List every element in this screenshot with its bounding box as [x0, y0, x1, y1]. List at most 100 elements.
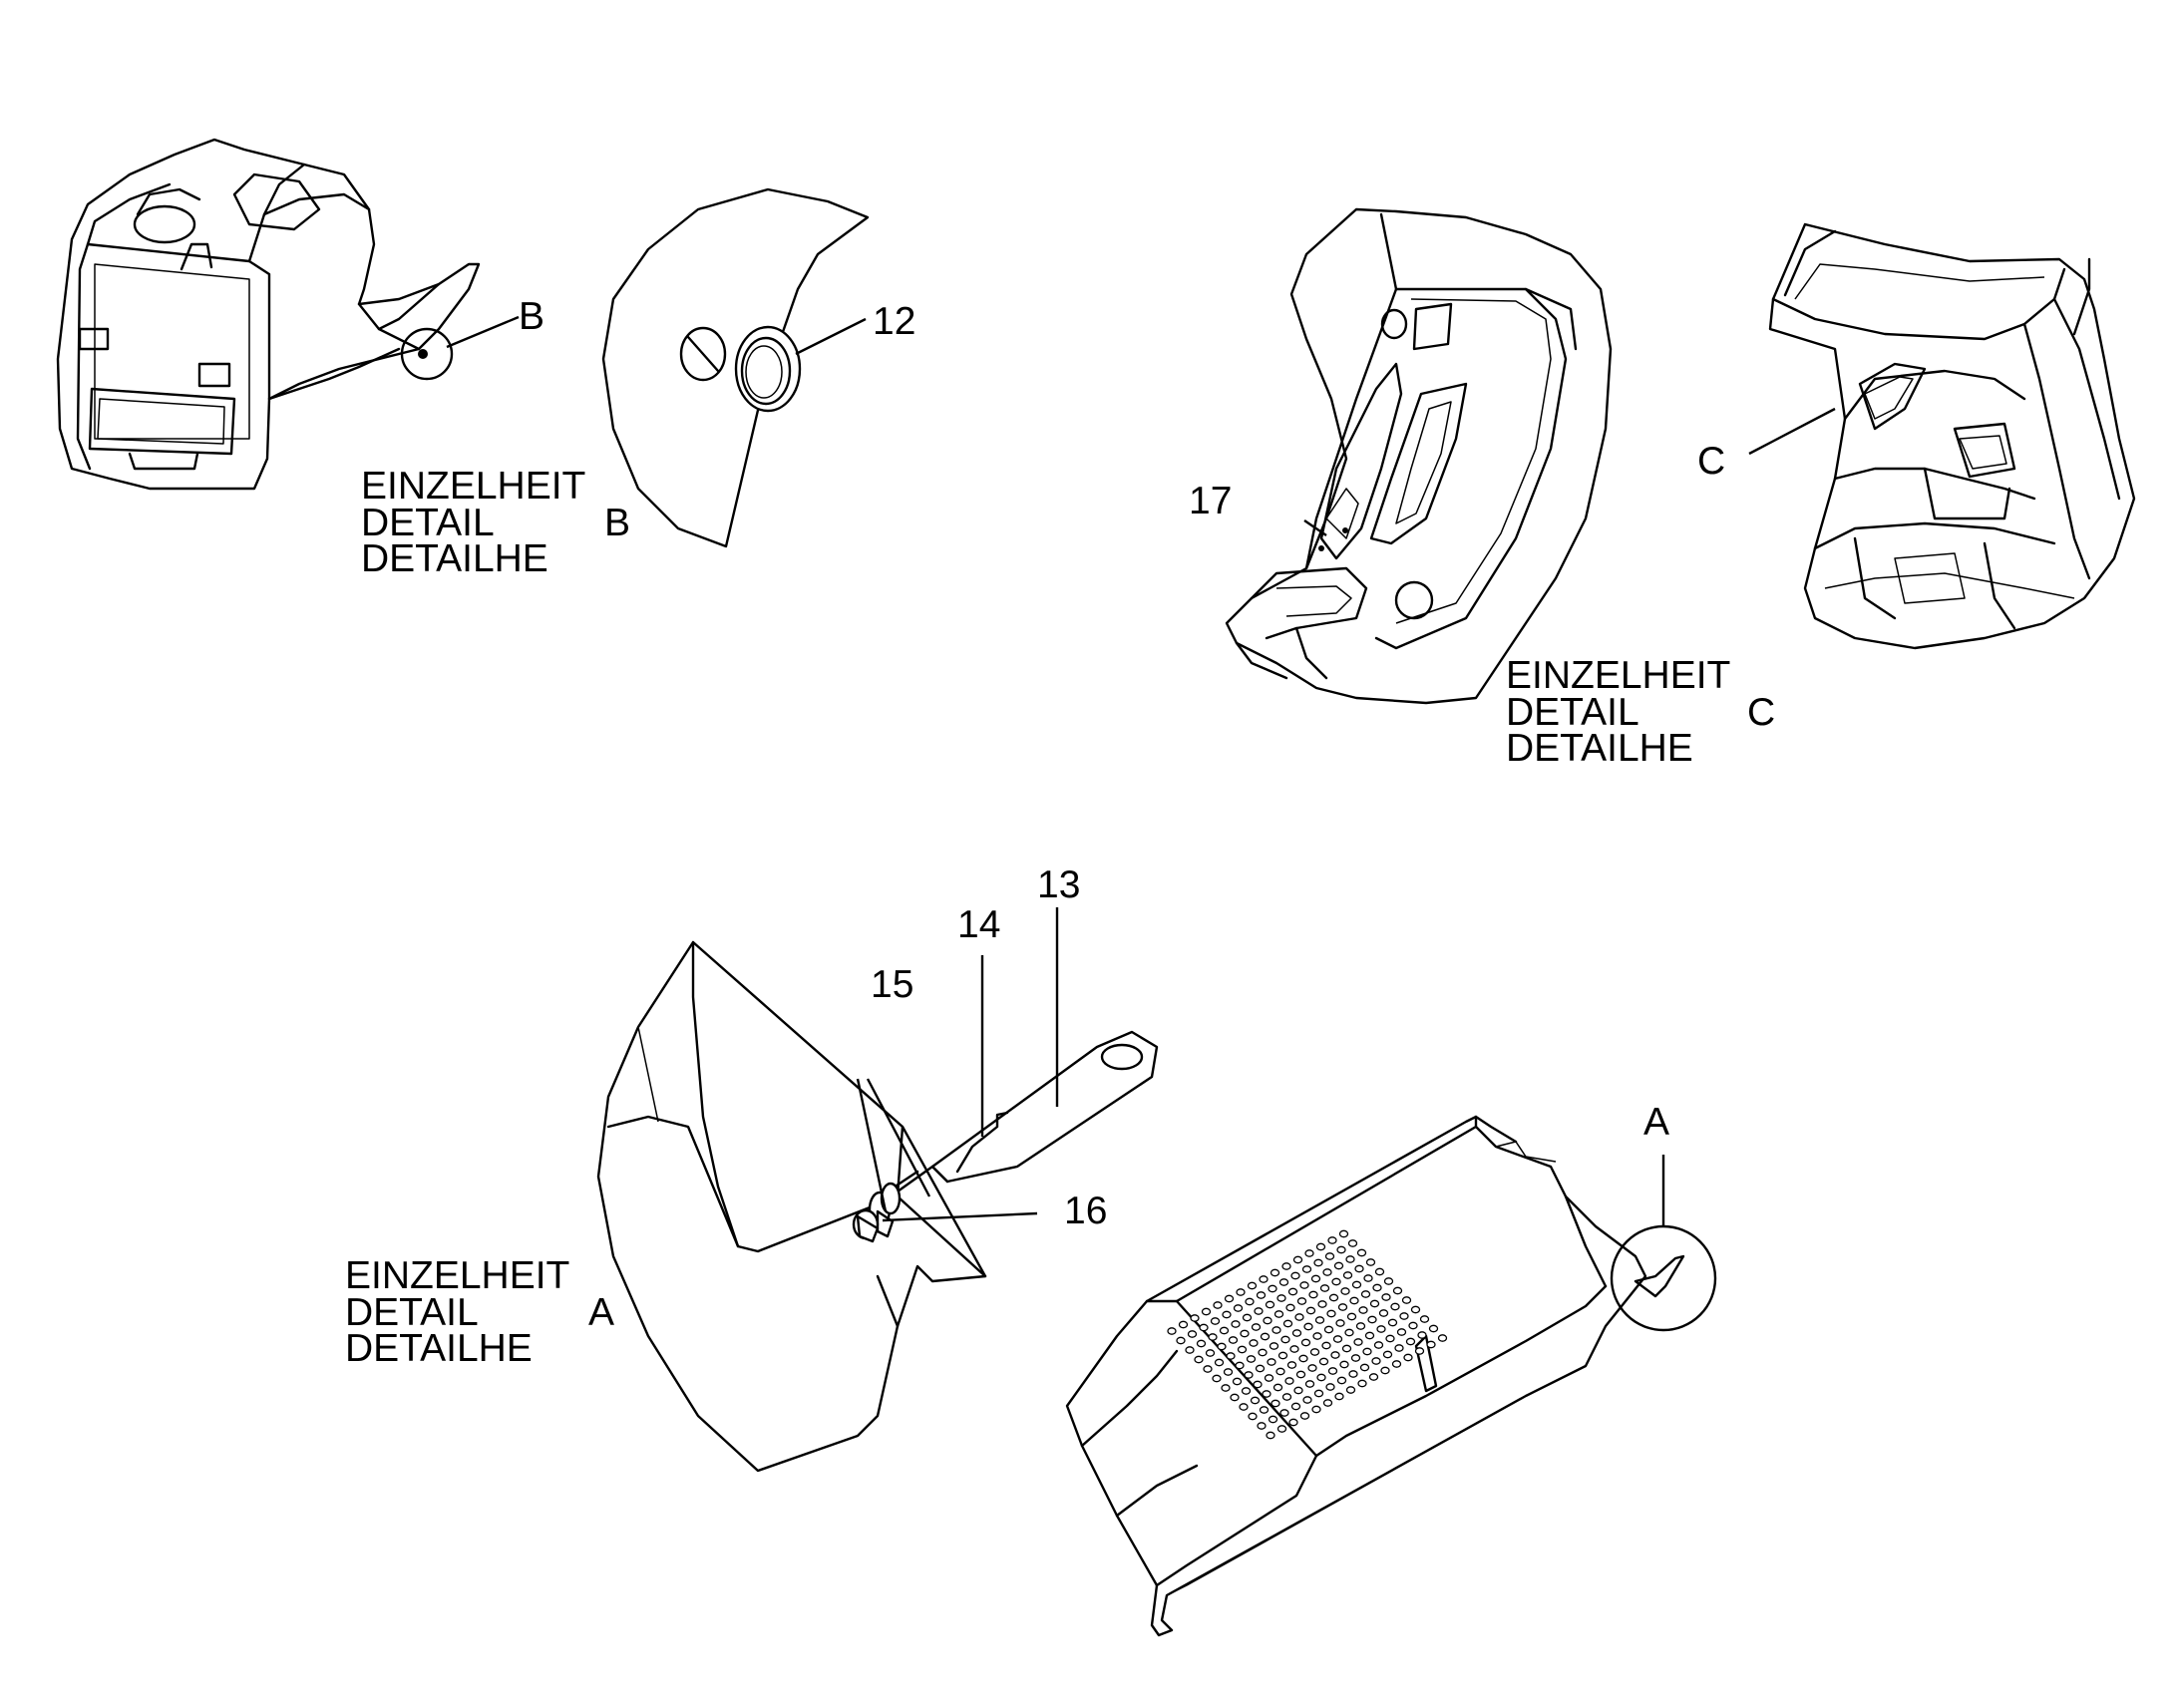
vent-hole: [1369, 1299, 1380, 1308]
vent-hole: [1417, 1331, 1427, 1339]
vent-hole: [1285, 1303, 1295, 1312]
vent-hole: [1248, 1412, 1258, 1421]
vent-hole: [1314, 1316, 1325, 1324]
vent-hole: [1313, 1389, 1324, 1398]
vent-hole: [1263, 1316, 1272, 1325]
vent-hole: [1262, 1390, 1272, 1398]
cab-frame-view: [1748, 222, 2136, 650]
vent-hole: [1217, 1342, 1227, 1351]
vent-hole: [1348, 1370, 1358, 1378]
vent-hole: [1323, 1325, 1334, 1334]
callout-15: 15: [871, 963, 913, 1006]
vent-hole: [1208, 1333, 1218, 1341]
vent-hole: [1385, 1334, 1395, 1343]
vent-hole: [1325, 1383, 1335, 1391]
vent-hole: [1233, 1304, 1244, 1312]
vent-hole: [1365, 1258, 1376, 1266]
vent-hole: [1309, 1348, 1320, 1356]
vent-hole: [1304, 1249, 1314, 1257]
vent-hole: [1339, 1360, 1349, 1369]
vent-hole: [1268, 1284, 1277, 1293]
vent-hole: [1273, 1310, 1284, 1318]
vent-hole: [1359, 1363, 1370, 1372]
vent-hole: [1219, 1326, 1230, 1335]
vent-hole: [1374, 1267, 1385, 1276]
vent-hole: [1387, 1318, 1398, 1327]
vent-hole: [1264, 1374, 1274, 1382]
vent-hole: [1319, 1284, 1330, 1292]
callout-b: B: [519, 295, 545, 338]
vent-hole: [1190, 1314, 1200, 1322]
vent-hole: [1277, 1351, 1288, 1360]
vent-hole: [1276, 1294, 1286, 1302]
detail-b-label-line3: DETAILHE: [361, 537, 548, 580]
vent-hole: [1326, 1309, 1336, 1318]
vent-hole: [1300, 1338, 1311, 1347]
vent-hole: [1408, 1321, 1418, 1330]
vent-hole: [1249, 1339, 1259, 1347]
vent-hole: [1414, 1347, 1425, 1355]
engine-hood-view: [1065, 1115, 1717, 1637]
vent-hole: [1203, 1365, 1213, 1373]
vent-hole: [1382, 1350, 1393, 1359]
vent-hole: [1250, 1396, 1261, 1405]
vent-hole: [1288, 1418, 1298, 1427]
vent-hole: [1293, 1386, 1303, 1395]
vent-hole: [1364, 1331, 1375, 1340]
vent-hole: [1356, 1248, 1367, 1257]
vent-hole: [1330, 1351, 1340, 1359]
vent-hole: [1394, 1344, 1404, 1352]
vent-hole: [1296, 1297, 1307, 1305]
vent-hole: [1287, 1287, 1298, 1296]
detail-a-label-line2: DETAIL: [345, 1291, 479, 1334]
vent-hole: [1286, 1361, 1297, 1369]
detail-c-label-line1: EINZELHEIT: [1506, 654, 1730, 697]
vent-hole: [1353, 1338, 1363, 1346]
vent-hole: [1254, 1307, 1264, 1315]
vent-hole: [1327, 1367, 1338, 1375]
vent-hole: [1270, 1268, 1280, 1277]
detail-a-label-line3: DETAILHE: [345, 1327, 533, 1370]
vent-hole: [1357, 1379, 1367, 1388]
vent-hole: [1324, 1252, 1335, 1260]
vent-hole: [1305, 1306, 1316, 1315]
vent-hole: [1244, 1371, 1254, 1379]
vent-hole: [1267, 1358, 1276, 1366]
vent-hole: [1280, 1335, 1290, 1344]
vent-hole: [1362, 1347, 1372, 1356]
vent-hole: [1294, 1313, 1304, 1321]
vent-hole: [1276, 1425, 1287, 1433]
vent-hole: [1354, 1264, 1364, 1273]
vent-hole: [1335, 1319, 1345, 1327]
vent-hole: [1242, 1313, 1253, 1322]
detail-a-letter: A: [588, 1291, 614, 1334]
vent-hole: [1368, 1373, 1379, 1381]
vent-hole: [1405, 1337, 1416, 1346]
vent-hole: [1256, 1291, 1267, 1299]
callout-16: 16: [1064, 1190, 1107, 1232]
vent-hole: [1272, 1383, 1283, 1392]
vent-hole: [1345, 1255, 1355, 1263]
vent-hole: [1236, 1288, 1246, 1296]
detail-b-label-line2: DETAIL: [361, 502, 495, 544]
vent-hole: [1301, 1265, 1312, 1273]
vent-hole: [1308, 1290, 1318, 1299]
vent-hole: [1253, 1380, 1263, 1389]
vent-hole: [1313, 1258, 1323, 1267]
vent-hole: [1391, 1360, 1402, 1368]
vent-hole: [1311, 1405, 1321, 1414]
vent-hole: [1241, 1387, 1252, 1395]
vent-hole: [1237, 1345, 1248, 1354]
vent-hole: [1210, 1317, 1221, 1325]
vent-hole: [1317, 1300, 1327, 1308]
vent-hole: [1291, 1329, 1302, 1337]
vent-hole: [1205, 1349, 1216, 1357]
detail-c-letter: C: [1747, 691, 1775, 734]
detail-a-view: [596, 907, 1159, 1473]
vent-hole: [1226, 1352, 1236, 1360]
vent-hole: [1247, 1281, 1258, 1290]
vent-hole: [1376, 1325, 1386, 1333]
vent-hole: [1223, 1368, 1234, 1376]
vent-hole: [1258, 1348, 1268, 1357]
